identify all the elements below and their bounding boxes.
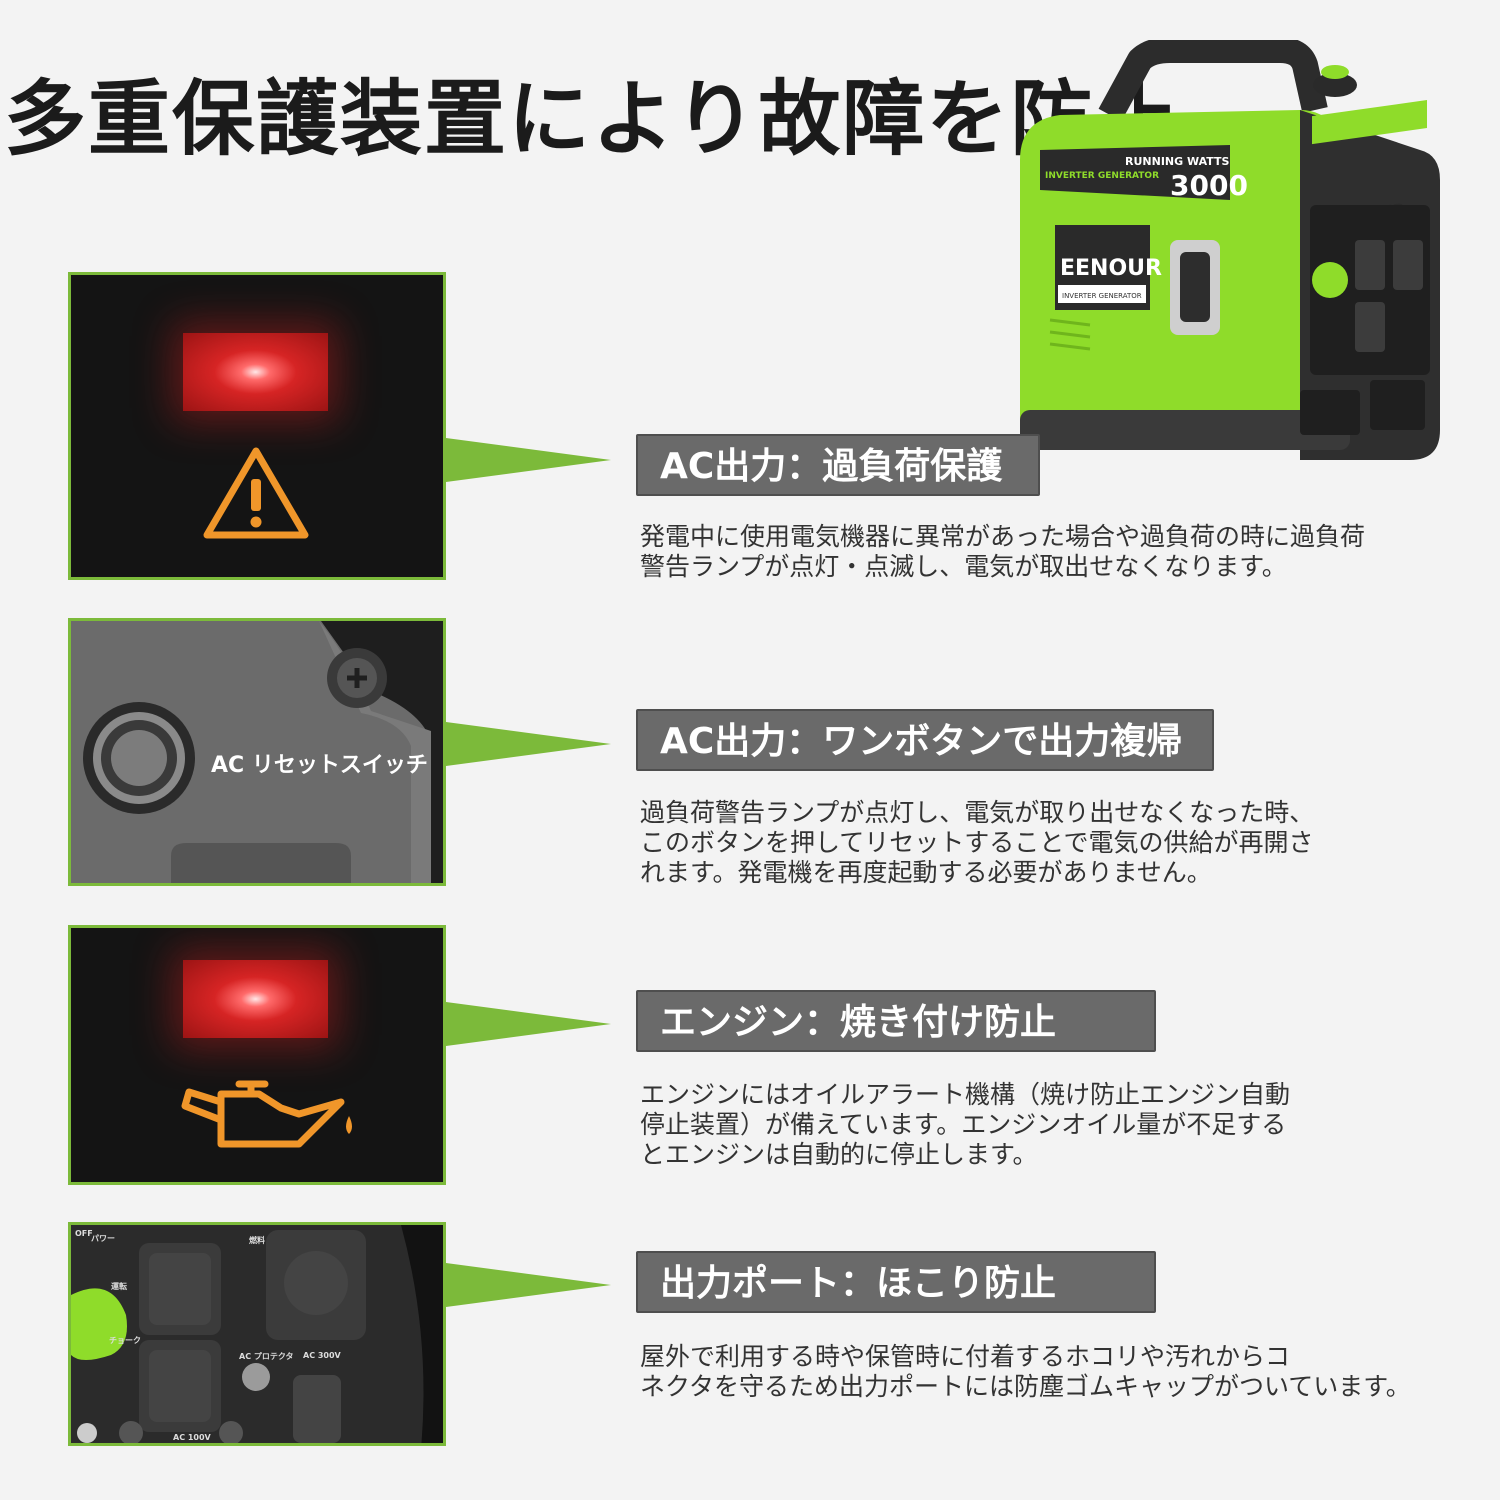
panel-label-ac-100v: AC 100V (173, 1433, 211, 1442)
pointer-arrow (446, 722, 611, 766)
feature-description: 発電中に使用電気機器に異常があった場合や過負荷の時に過負荷 警告ランプが点灯・点… (640, 522, 1366, 581)
feature-description: 過負荷警告ランプが点灯し、電気が取り出せなくなった時、 このボタンを押してリセッ… (640, 798, 1315, 887)
panel-label-off: OFF (75, 1229, 93, 1238)
output-port-image: OFF パワー 燃料 運転 チョーク AC プロテクタ AC 300V AC 1… (68, 1222, 446, 1446)
page-title: 多重保護装置により故障を防止 (4, 72, 1179, 167)
panel-label-fuel: 燃料 (249, 1236, 265, 1245)
pointer-arrow (446, 1002, 611, 1046)
panel-label-power: パワー (91, 1234, 115, 1243)
running-watts-value: 3000 (1170, 169, 1248, 202)
output-port-illustration (71, 1225, 443, 1443)
feature-description: 屋外で利用する時や保管時に付着するホコリや汚れからコ ネクタを守るため出力ポート… (640, 1342, 1411, 1401)
brand-subtitle: INVERTER GENERATOR (1062, 292, 1142, 300)
brand-badge: EENOUR (1060, 256, 1162, 281)
feature-title: 出力ポート：ほこり防止 (636, 1251, 1156, 1313)
overload-warning-lamp (183, 333, 328, 411)
generator-product-image: INVERTER GENERATOR RUNNING WATTS 3000 EE… (1020, 40, 1440, 460)
reset-switch-illustration (83, 621, 443, 883)
feature-description: エンジンにはオイルアラート機構（焼け防止エンジン自動 停止装置）が備えています。… (640, 1080, 1291, 1169)
pointer-arrow (446, 438, 611, 482)
panel-label-run: 運転 (111, 1282, 127, 1291)
feature-title: AC出力：ワンボタンで出力複帰 (636, 709, 1214, 771)
oil-alert-image (68, 925, 446, 1185)
warning-triangle-icon (203, 447, 309, 539)
oil-warning-lamp (183, 960, 328, 1038)
panel-label-ac-protector: AC プロテクタ (239, 1352, 294, 1361)
reset-switch-image: AC リセットスイッチ (68, 618, 446, 886)
feature-title: エンジン：焼き付け防止 (636, 990, 1156, 1052)
reset-switch-label: AC リセットスイッチ (211, 753, 428, 778)
overload-lamp-image (68, 272, 446, 580)
pointer-arrow (446, 1263, 611, 1307)
panel-label-ac-300v: AC 300V (303, 1351, 341, 1360)
oil-can-icon (181, 1080, 352, 1148)
running-watts-label: RUNNING WATTS (1125, 155, 1230, 168)
inverter-label: INVERTER GENERATOR (1045, 171, 1159, 181)
feature-title: AC出力：過負荷保護 (636, 434, 1040, 496)
panel-label-choke: チョーク (109, 1336, 141, 1345)
